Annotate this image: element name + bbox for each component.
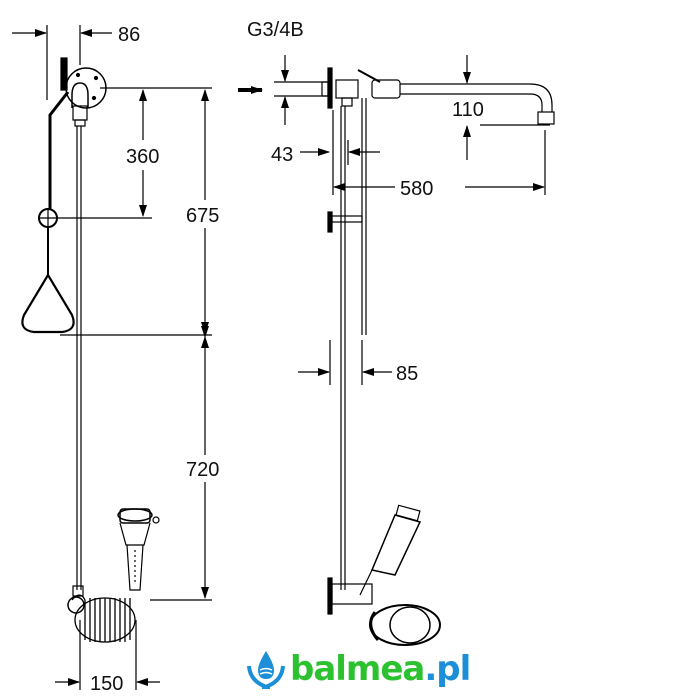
dim-pipe-offset: 85 xyxy=(396,363,418,385)
dim-arm-length: 580 xyxy=(400,178,433,200)
dimension-labels: 86 360 675 720 150 G3/4B 110 43 580 85 xyxy=(90,19,484,695)
dim-hose-spacing: 150 xyxy=(90,673,123,695)
dim-handle-height: 360 xyxy=(126,146,159,168)
brand-logo: balmea.pl xyxy=(246,648,471,690)
side-view xyxy=(238,55,555,646)
dim-wall-offset: 86 xyxy=(118,24,140,46)
logo-tld: .pl xyxy=(424,649,471,689)
thread-label: G3/4B xyxy=(247,19,304,41)
front-view xyxy=(12,25,212,690)
dim-upper-height: 675 xyxy=(186,205,219,227)
dim-head-drop: 110 xyxy=(452,99,484,121)
logo-name: balmea xyxy=(290,649,425,689)
dim-lower-height: 720 xyxy=(186,459,219,481)
dim-plate-offset: 43 xyxy=(271,144,293,166)
water-hands-icon xyxy=(247,651,285,689)
